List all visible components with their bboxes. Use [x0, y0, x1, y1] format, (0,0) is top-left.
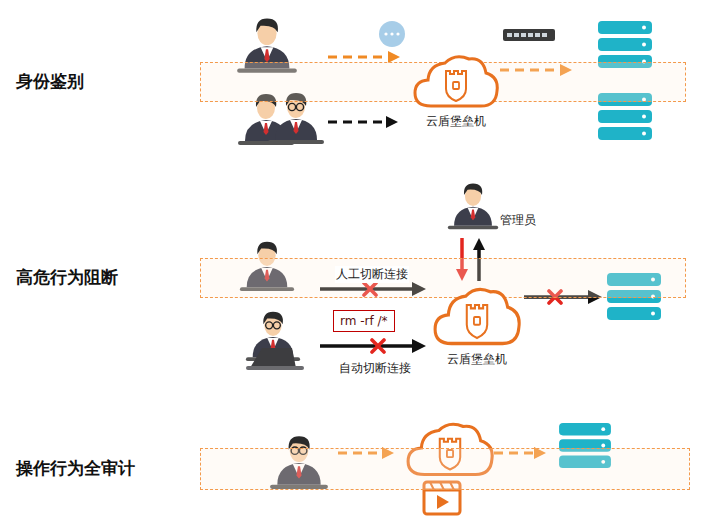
bastion-cloud: 云盾堡垒机: [431, 283, 523, 369]
bastion-cloud: 云盾堡垒机: [411, 51, 501, 131]
role-label: 管理员: [500, 212, 536, 229]
section-heading: 操作行为全审计: [16, 457, 135, 480]
arrow-head: [473, 238, 485, 250]
command-text: rm -rf /*: [340, 314, 388, 328]
section-heading: 高危行为阻断: [16, 266, 118, 289]
cloud-shape: [431, 283, 523, 349]
command-box: rm -rf /*: [333, 310, 395, 332]
cloud-shape: [411, 51, 501, 111]
node-label: 云盾堡垒机: [447, 351, 507, 368]
admin-figure: 管理员: [442, 176, 546, 236]
connection-label: 人工切断连接: [335, 266, 409, 283]
node-label: 云盾堡垒机: [426, 113, 486, 130]
section-heading: 身份鉴别: [16, 70, 84, 93]
connection-label: 自动切断连接: [338, 360, 412, 377]
section-band: 操作行为全审计: [200, 448, 690, 490]
section-band: 身份鉴别云盾堡垒机: [200, 62, 686, 102]
section-band: 高危行为阻断云盾堡垒机: [200, 258, 686, 298]
